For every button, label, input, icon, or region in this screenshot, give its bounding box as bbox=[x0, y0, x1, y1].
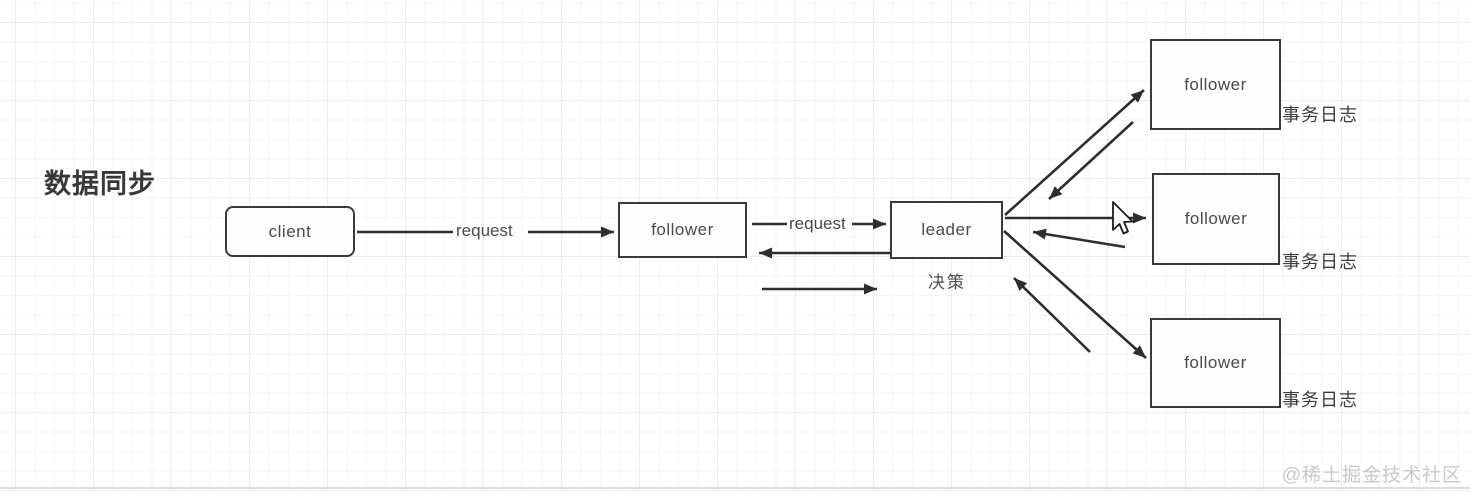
node-follower-top[interactable]: follower bbox=[1150, 39, 1281, 130]
node-follower-mid[interactable]: follower bbox=[618, 202, 747, 258]
annotation-txlog-mid[interactable]: 事务日志 bbox=[1282, 252, 1358, 272]
watermark: @稀土掘金技术社区 bbox=[1281, 465, 1462, 486]
edge-follower-top-to-leader[interactable] bbox=[1048, 121, 1134, 200]
edge-leader-to-follower-top[interactable] bbox=[1004, 89, 1145, 216]
edge-label-request-2[interactable]: request bbox=[789, 214, 846, 233]
node-follower-bottom[interactable]: follower bbox=[1150, 318, 1281, 408]
node-follower-top-label: follower bbox=[1184, 74, 1247, 94]
node-follower-right[interactable]: follower bbox=[1152, 173, 1280, 265]
edge-label-request-1[interactable]: request bbox=[456, 221, 513, 240]
node-leader-label: leader bbox=[921, 220, 972, 239]
node-follower-bottom-label: follower bbox=[1184, 353, 1247, 372]
node-client[interactable]: client bbox=[225, 206, 355, 257]
node-client-label: client bbox=[268, 221, 312, 241]
node-leader[interactable]: leader bbox=[890, 201, 1003, 259]
edge-leader-to-follower-bottom[interactable] bbox=[1003, 230, 1147, 359]
page-boundary-line bbox=[0, 487, 1470, 489]
edge-follower-bottom-to-leader[interactable] bbox=[1013, 277, 1091, 353]
edge-label-decision[interactable]: 决策 bbox=[928, 273, 966, 292]
annotation-txlog-top[interactable]: 事务日志 bbox=[1282, 105, 1358, 125]
diagram-title[interactable]: 数据同步 bbox=[44, 169, 156, 199]
annotation-txlog-bottom[interactable]: 事务日志 bbox=[1282, 390, 1358, 410]
mouse-cursor-icon bbox=[1112, 201, 1134, 235]
node-follower-mid-label: follower bbox=[651, 220, 714, 239]
node-follower-right-label: follower bbox=[1184, 209, 1248, 228]
edge-follower-right-to-leader[interactable] bbox=[1032, 228, 1126, 249]
